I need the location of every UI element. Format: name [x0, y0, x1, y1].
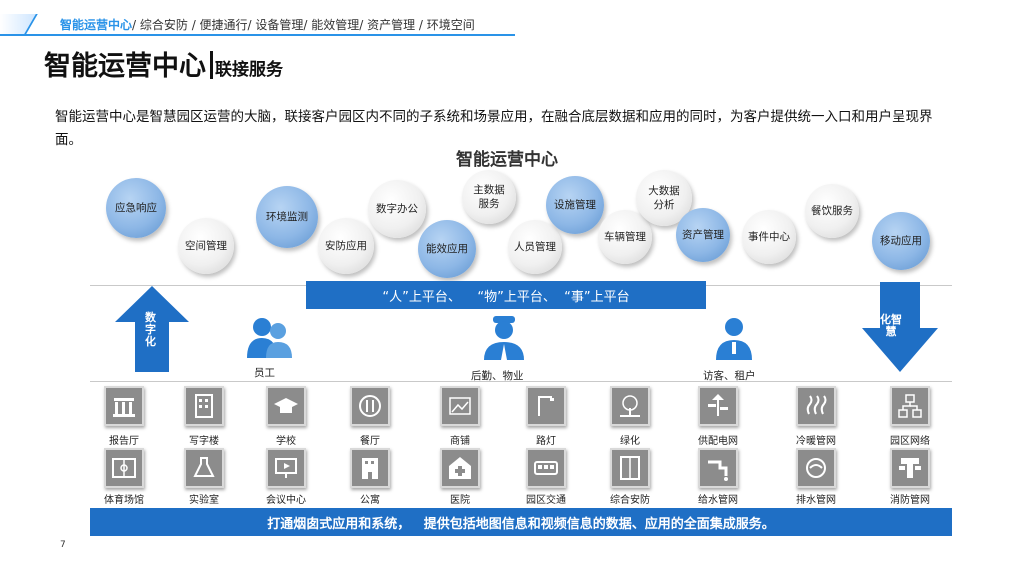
facility-icon — [806, 458, 826, 478]
diagram-title: 智能运营中心 — [456, 150, 558, 170]
employee-icon — [247, 318, 292, 358]
facility-icon — [538, 396, 554, 416]
facility-tile[interactable] — [266, 448, 306, 488]
page-number: 7 — [60, 540, 66, 550]
facility-label: 餐厅 — [360, 436, 380, 447]
page-title: 智能运营中心联接服务 — [44, 44, 283, 83]
facility-label: 实验室 — [189, 495, 219, 506]
bubble-item[interactable]: 环境监测 — [256, 186, 318, 248]
facility-tile[interactable] — [698, 386, 738, 426]
bubble-item[interactable]: 安防应用 — [318, 218, 374, 274]
top-nav: 智能运营中心/ 综合安防 / 便捷通行/ 设备管理/ 能效管理/ 资产管理 / … — [0, 14, 520, 36]
down-arrow-icon — [862, 282, 938, 372]
up-arrow-icon — [115, 286, 189, 372]
down-arrow-label: 化智 慧 — [880, 313, 902, 338]
facility-tile[interactable] — [184, 448, 224, 488]
facility-tile[interactable] — [890, 386, 930, 426]
facility-tile[interactable] — [526, 448, 566, 488]
platform-banner: “人”上平台、 “物”上平台、 “事”上平台 — [306, 281, 706, 309]
facility-label: 园区交通 — [526, 495, 566, 506]
title-separator — [210, 51, 213, 79]
description: 智能运营中心是智慧园区运营的大脑，联接客户园区内不同的子系统和场景应用，在融合底… — [55, 109, 933, 148]
facility-label: 公寓 — [360, 495, 380, 506]
facility-tile[interactable] — [104, 386, 144, 426]
facility-icon — [274, 398, 298, 413]
facility-tile[interactable] — [184, 386, 224, 426]
facility-tile[interactable] — [440, 448, 480, 488]
up-arrow-label: 数 字 化 — [145, 311, 156, 348]
bubble-item[interactable]: 应急响应 — [106, 178, 166, 238]
facility-icon — [359, 395, 381, 417]
facility-icon — [899, 458, 921, 478]
facility-label: 路灯 — [536, 436, 556, 447]
role-visitor: 访客、租户 — [703, 370, 756, 382]
facility-tile[interactable] — [104, 448, 144, 488]
facility-icon — [449, 457, 471, 479]
facility-icon — [195, 394, 213, 418]
facility-icon — [620, 395, 640, 417]
page-title-sub: 联接服务 — [215, 60, 283, 80]
facility-icon — [113, 398, 135, 417]
facility-label: 学校 — [276, 436, 296, 447]
facility-icon — [708, 460, 728, 481]
facility-tile[interactable] — [526, 386, 566, 426]
integration-banner: 打通烟囱式应用和系统， 提供包括地图信息和视频信息的数据、应用的全面集成服务。 — [90, 508, 952, 536]
facility-icon — [898, 394, 922, 418]
bubble-item[interactable]: 资产管理 — [676, 208, 730, 262]
facility-icon — [534, 461, 558, 475]
bubble-item[interactable]: 设施管理 — [546, 176, 604, 234]
facility-label: 会议中心 — [266, 495, 306, 506]
facility-label: 冷暖管网 — [796, 436, 836, 447]
facility-label: 绿化 — [620, 436, 640, 447]
bubble-item[interactable]: 能效应用 — [418, 220, 476, 278]
role-logistics: 后勤、物业 — [471, 370, 524, 382]
role-employee: 员工 — [254, 367, 275, 379]
bubble-item[interactable]: 事件中心 — [742, 210, 796, 264]
facility-tile[interactable] — [698, 448, 738, 488]
facility-tile[interactable] — [796, 386, 836, 426]
facility-tile[interactable] — [266, 386, 306, 426]
facility-label: 消防管网 — [890, 495, 930, 506]
facility-label: 供配电网 — [698, 436, 738, 447]
facility-tile[interactable] — [440, 386, 480, 426]
facility-icon — [620, 456, 640, 480]
facility-label: 商铺 — [450, 436, 470, 447]
facility-icon — [193, 457, 215, 477]
facility-label: 写字楼 — [189, 436, 219, 447]
facility-tile[interactable] — [610, 448, 650, 488]
facility-tile[interactable] — [350, 448, 390, 488]
facility-tile[interactable] — [350, 386, 390, 426]
facility-label: 排水管网 — [796, 495, 836, 506]
bubble-item[interactable]: 车辆管理 — [598, 210, 652, 264]
facility-icon — [806, 395, 827, 415]
breadcrumb: 智能运营中心/ 综合安防 / 便捷通行/ 设备管理/ 能效管理/ 资产管理 / … — [60, 16, 475, 33]
facility-label: 报告厅 — [109, 436, 139, 447]
facility-label: 医院 — [450, 495, 470, 506]
visitor-icon — [716, 318, 752, 360]
nav-item-active[interactable]: 智能运营中心 — [60, 18, 133, 32]
facility-icon — [275, 458, 297, 478]
page-title-main: 智能运营中心 — [44, 51, 206, 82]
nav-item-rest[interactable]: / 综合安防 / 便捷通行/ 设备管理/ 能效管理/ 资产管理 / 环境空间 — [132, 18, 475, 32]
facility-label: 综合安防 — [610, 495, 650, 506]
nav-underline — [0, 34, 515, 36]
facility-label: 给水管网 — [698, 495, 738, 506]
facility-icon — [362, 458, 378, 479]
divider-bottom — [90, 381, 952, 382]
property-staff-icon — [484, 316, 524, 360]
facility-icon — [112, 458, 136, 478]
bubble-item[interactable]: 餐饮服务 — [805, 184, 859, 238]
facility-tile[interactable] — [610, 386, 650, 426]
bubble-item[interactable]: 空间管理 — [178, 218, 234, 274]
bubble-item[interactable]: 移动应用 — [872, 212, 930, 270]
bubble-item[interactable]: 主数据 服务 — [462, 170, 516, 224]
facility-label: 园区网络 — [890, 436, 930, 447]
bubble-item[interactable]: 数字办公 — [368, 180, 426, 238]
facility-label: 体育场馆 — [104, 495, 144, 506]
facility-icon — [708, 394, 728, 416]
bubble-item[interactable]: 人员管理 — [508, 220, 562, 274]
facility-icon — [449, 397, 471, 415]
facility-tile[interactable] — [890, 448, 930, 488]
facility-tile[interactable] — [796, 448, 836, 488]
